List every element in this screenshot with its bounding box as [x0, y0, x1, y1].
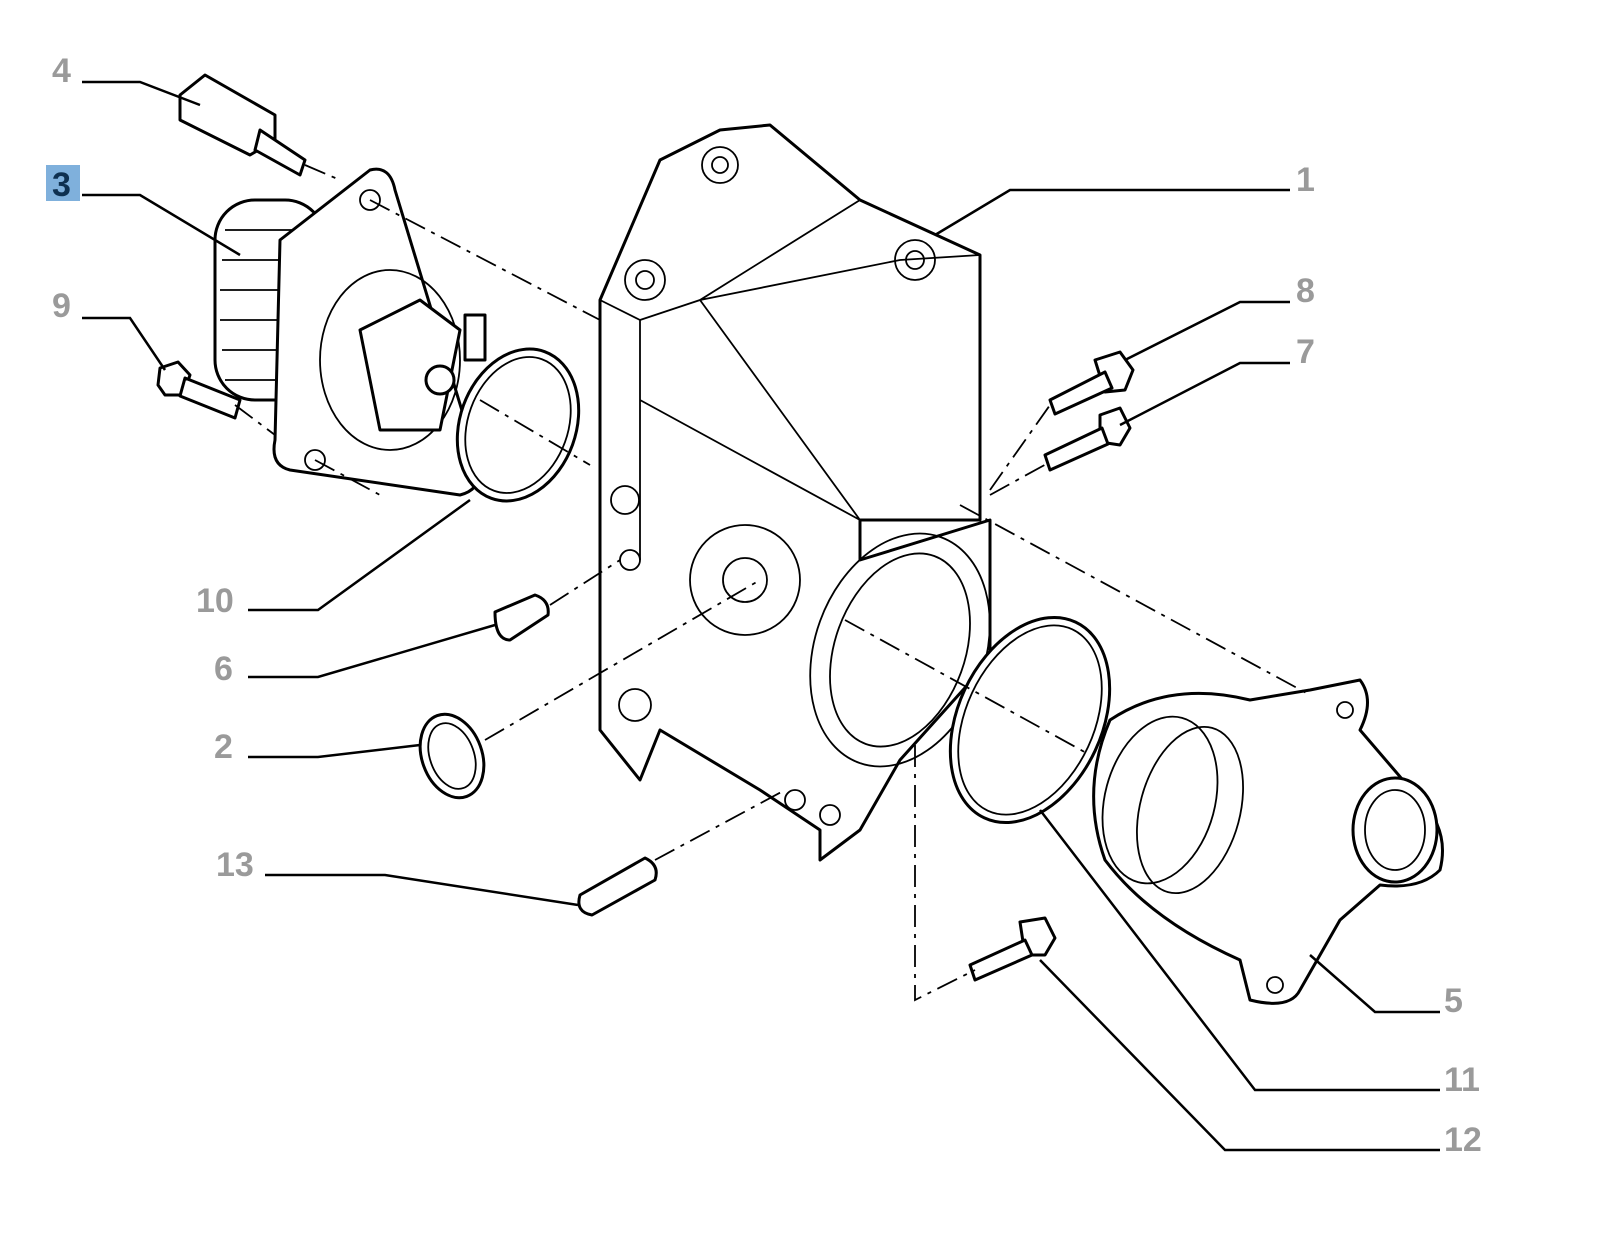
callout-5[interactable]: 5: [1444, 982, 1463, 1020]
bolt-9[interactable]: [156, 360, 242, 420]
thermostat-housing[interactable]: [598, 123, 1021, 862]
callout-3[interactable]: 3: [52, 166, 71, 204]
stud-bolt[interactable]: [178, 73, 307, 177]
o-ring-2[interactable]: [409, 705, 495, 806]
callout-2[interactable]: 2: [214, 728, 233, 766]
callout-12[interactable]: 12: [1444, 1121, 1482, 1159]
callout-7[interactable]: 7: [1296, 333, 1315, 371]
plug-6[interactable]: [493, 593, 550, 642]
bolt-7[interactable]: [1043, 406, 1132, 472]
callout-8[interactable]: 8: [1296, 272, 1315, 310]
callout-11[interactable]: 11: [1444, 1061, 1480, 1099]
callout-6[interactable]: 6: [214, 650, 233, 688]
callout-1[interactable]: 1: [1296, 161, 1315, 199]
callout-10[interactable]: 10: [196, 582, 234, 620]
callout-9[interactable]: 9: [52, 287, 71, 325]
leader-lines: [82, 80, 1440, 1152]
thermostat[interactable]: [1085, 678, 1444, 1005]
selected-callout-highlight: [46, 165, 80, 201]
assembly-axis-lines: [234, 164, 1311, 1002]
pin-13[interactable]: [577, 856, 658, 917]
water-pump[interactable]: [213, 167, 487, 497]
bolt-12[interactable]: [968, 916, 1057, 982]
o-ring-11[interactable]: [919, 592, 1141, 849]
o-ring-10[interactable]: [437, 332, 599, 518]
callout-4[interactable]: 4: [52, 52, 71, 90]
bolt-8[interactable]: [1048, 350, 1135, 416]
callout-13[interactable]: 13: [216, 846, 254, 884]
